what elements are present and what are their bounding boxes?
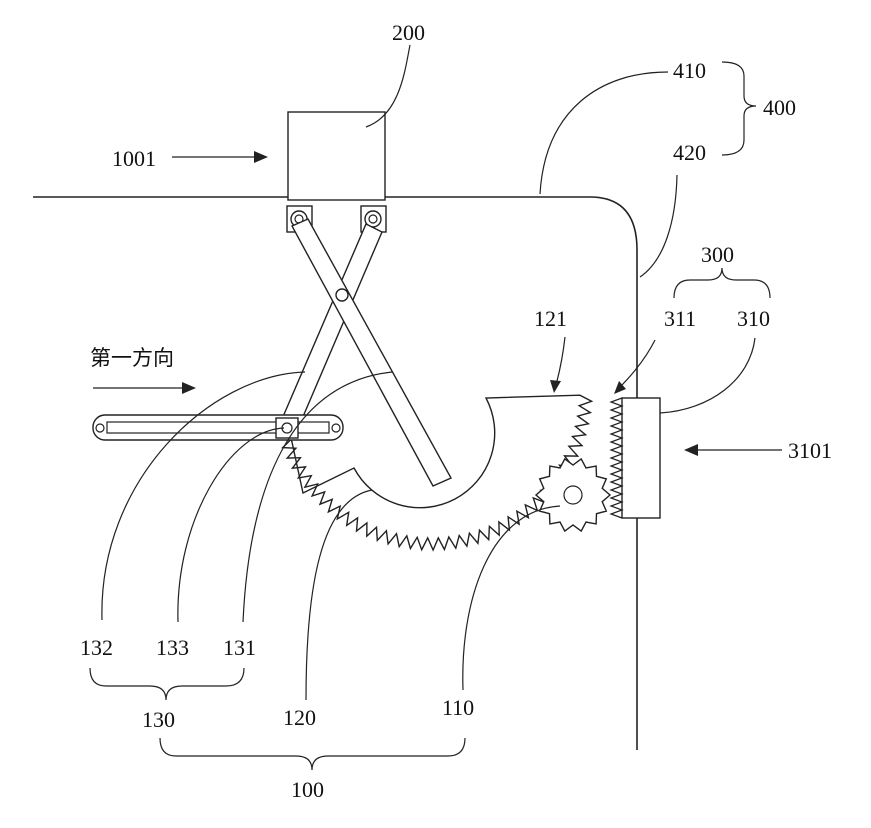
label-400: 400 <box>763 95 796 120</box>
link-131 <box>291 218 452 487</box>
label-131: 131 <box>223 635 256 660</box>
label-133: 133 <box>156 635 189 660</box>
brace-300 <box>673 267 771 299</box>
label-311: 311 <box>664 306 696 331</box>
label-420: 420 <box>673 140 706 165</box>
slide-rail-133 <box>92 414 344 441</box>
block-200 <box>287 111 386 201</box>
label-310: 310 <box>737 306 770 331</box>
label-410: 410 <box>673 58 706 83</box>
middle-pivot <box>335 288 349 302</box>
brace-100 <box>159 737 466 771</box>
leader-200 <box>365 44 411 128</box>
arrowhead-1001 <box>254 151 268 163</box>
arrowhead-121 <box>550 380 561 393</box>
leader-120 <box>305 489 373 701</box>
label-1001: 1001 <box>112 146 156 171</box>
rack-310 <box>621 397 661 519</box>
leader-310 <box>659 337 756 414</box>
leader-132 <box>101 371 306 621</box>
arrowhead-311 <box>614 381 626 394</box>
leader-410 <box>539 71 669 195</box>
label-100: 100 <box>291 777 324 802</box>
leader-131 <box>242 371 393 623</box>
label-first-direction: 第一方向 <box>90 346 174 370</box>
label-300: 300 <box>701 242 734 267</box>
label-130: 130 <box>142 707 175 732</box>
label-200: 200 <box>392 20 425 45</box>
brace-130 <box>89 667 245 701</box>
rack-teeth-311 <box>609 397 624 519</box>
housing-top-wall-410 <box>33 196 638 750</box>
pinion-gear-110 <box>534 457 612 533</box>
label-121: 121 <box>534 306 567 331</box>
leader-311 <box>618 339 656 389</box>
brace-400 <box>721 61 757 156</box>
leader-133 <box>177 427 285 623</box>
label-120: 120 <box>283 705 316 730</box>
arrowhead-first-direction <box>182 382 196 394</box>
label-3101: 3101 <box>788 438 832 463</box>
label-110: 110 <box>442 695 474 720</box>
label-132: 132 <box>80 635 113 660</box>
leader-110 <box>462 505 561 691</box>
leader-121 <box>555 336 566 386</box>
arrowhead-3101 <box>684 444 698 456</box>
leader-420 <box>639 174 678 278</box>
